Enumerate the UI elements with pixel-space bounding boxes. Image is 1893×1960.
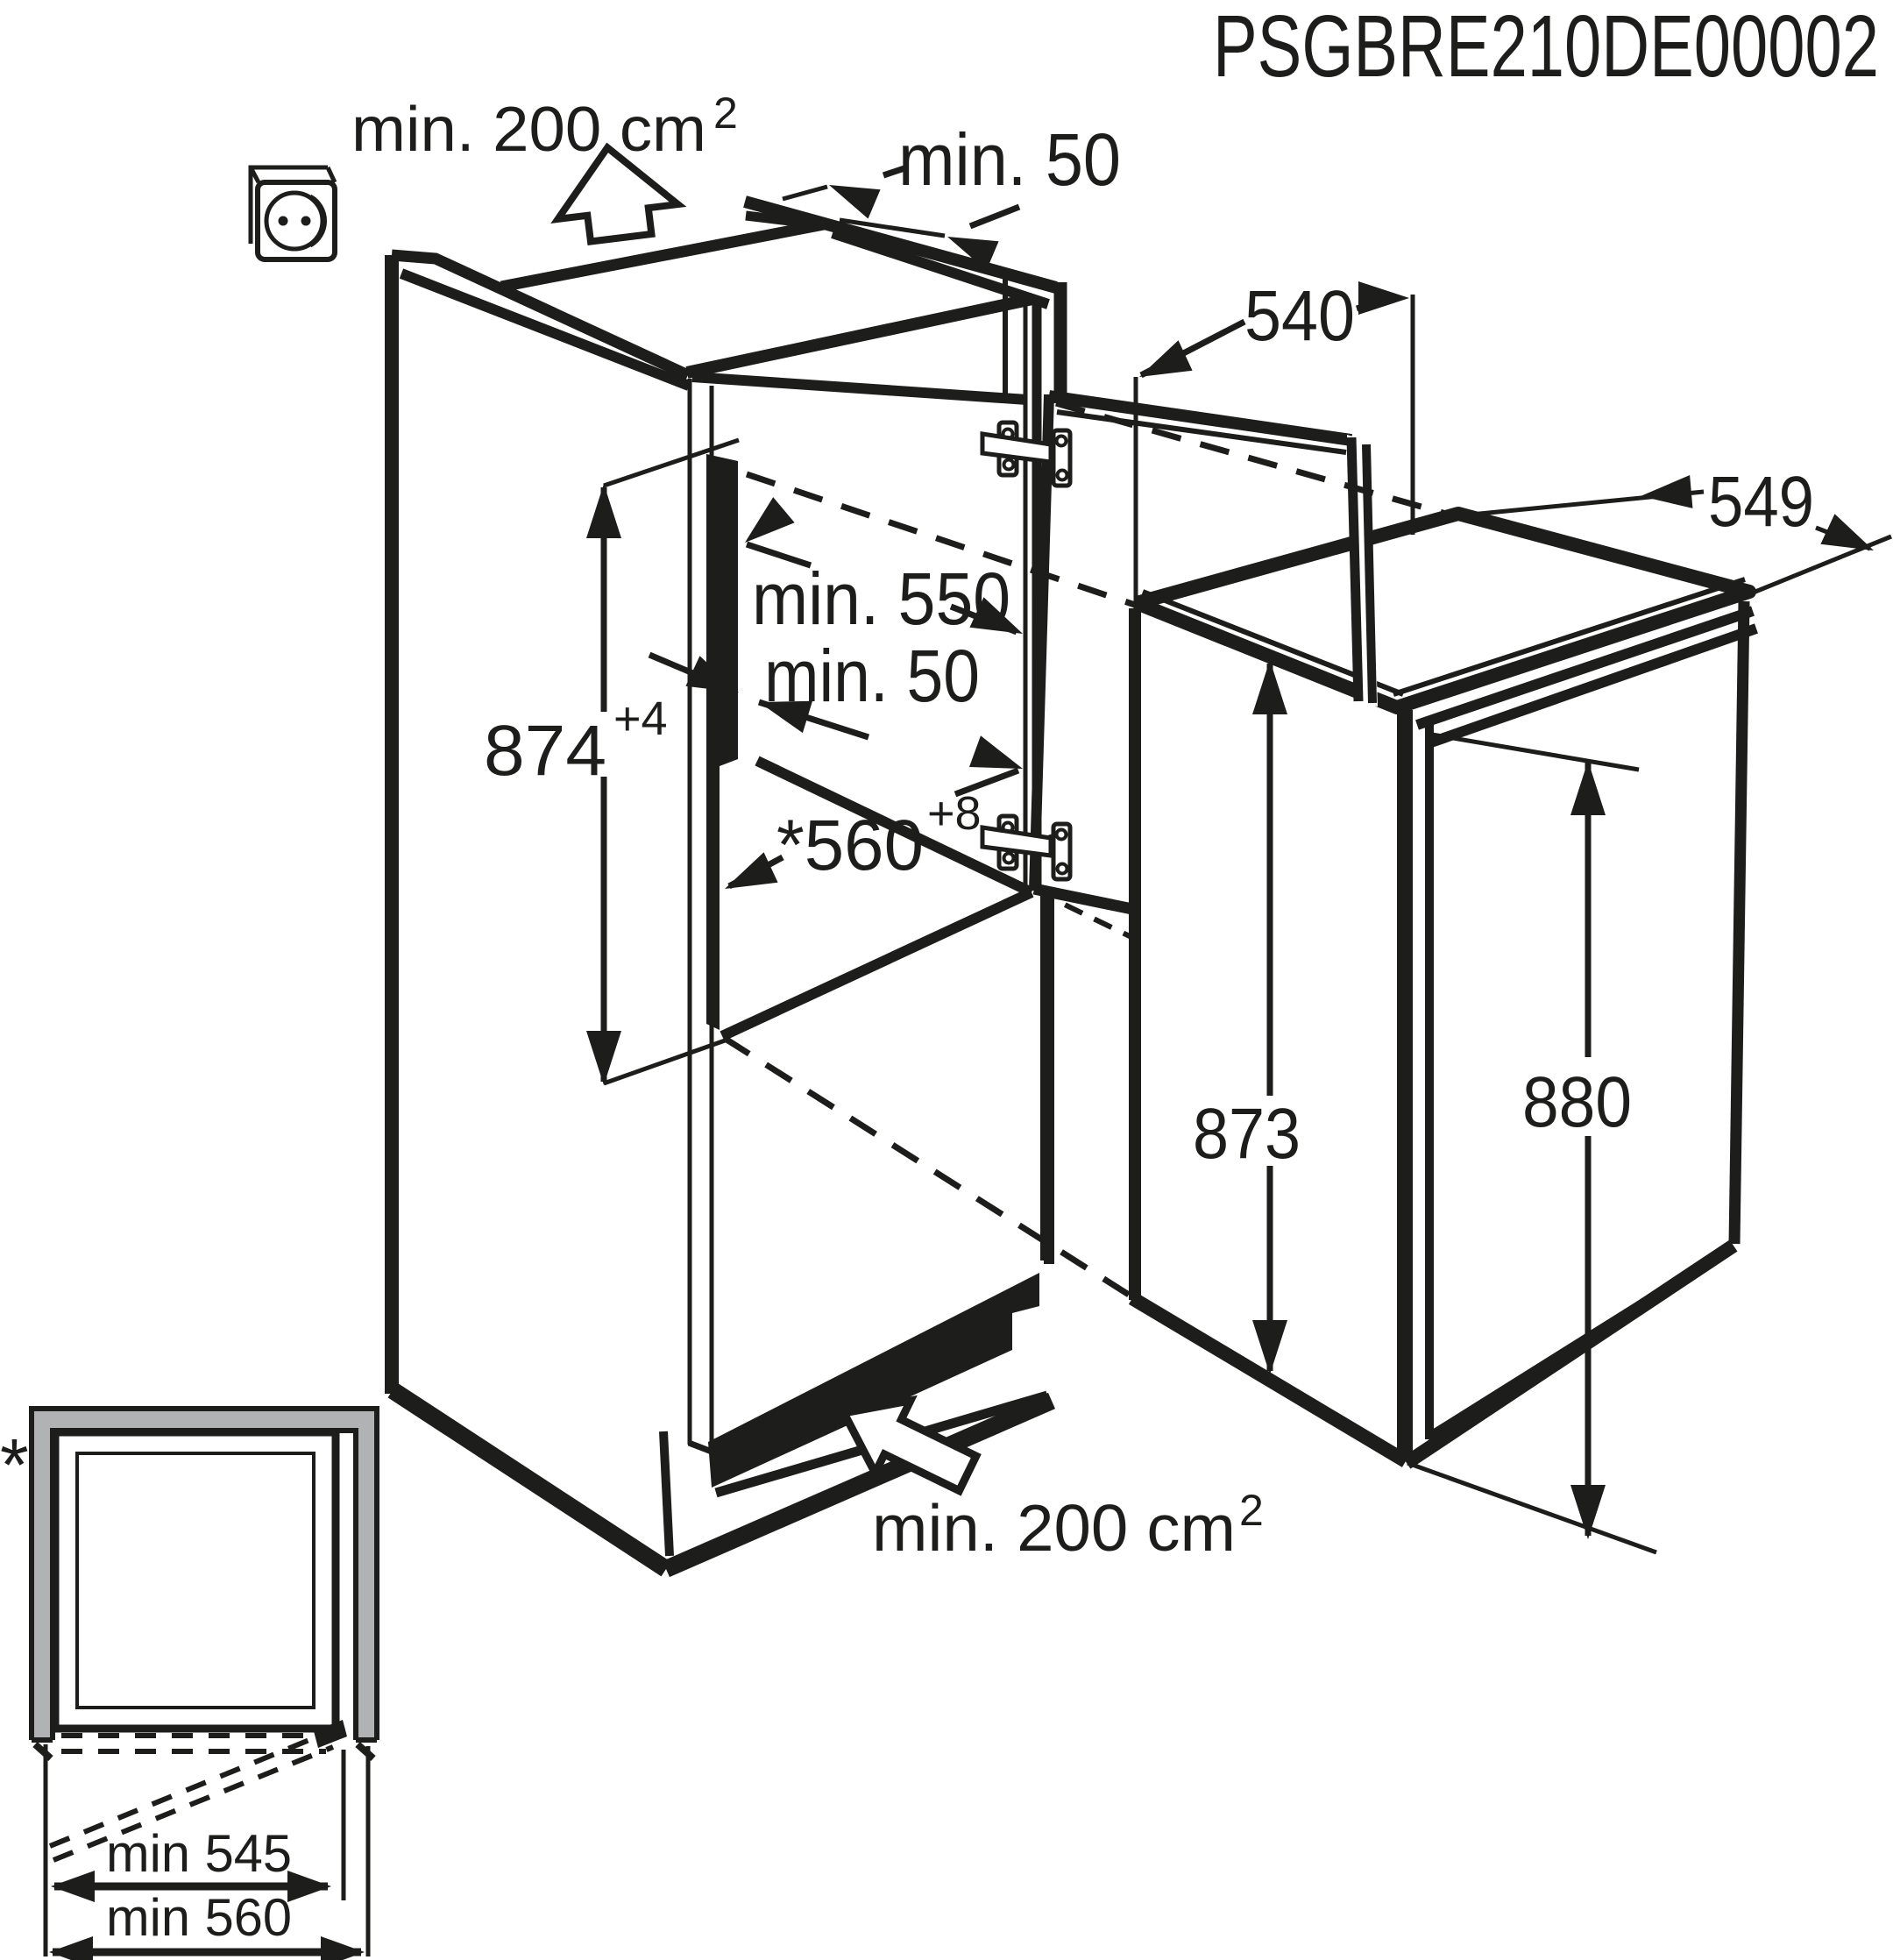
svg-text:540: 540 xyxy=(1244,276,1355,356)
svg-text:min 545: min 545 xyxy=(106,1824,292,1883)
svg-text:min. 200 cm: min. 200 cm xyxy=(872,1491,1236,1565)
svg-text:PSGBRE210DE00002: PSGBRE210DE00002 xyxy=(1213,0,1879,96)
svg-text:873: 873 xyxy=(1193,1094,1301,1174)
svg-text:874: 874 xyxy=(484,711,606,791)
svg-text:*560: *560 xyxy=(776,806,924,885)
svg-text:min. 200 cm: min. 200 cm xyxy=(351,95,706,165)
svg-text:+8: +8 xyxy=(927,787,982,840)
svg-text:549: 549 xyxy=(1708,462,1814,542)
svg-text:min 560: min 560 xyxy=(106,1888,292,1947)
svg-text:+4: +4 xyxy=(613,692,668,745)
svg-text:2: 2 xyxy=(713,89,738,138)
svg-text:2: 2 xyxy=(1239,1486,1264,1535)
svg-text:min. 550: min. 550 xyxy=(752,557,1010,640)
svg-text:min. 50: min. 50 xyxy=(898,118,1121,201)
svg-text:*: * xyxy=(0,1424,29,1506)
svg-text:880: 880 xyxy=(1522,1062,1632,1142)
